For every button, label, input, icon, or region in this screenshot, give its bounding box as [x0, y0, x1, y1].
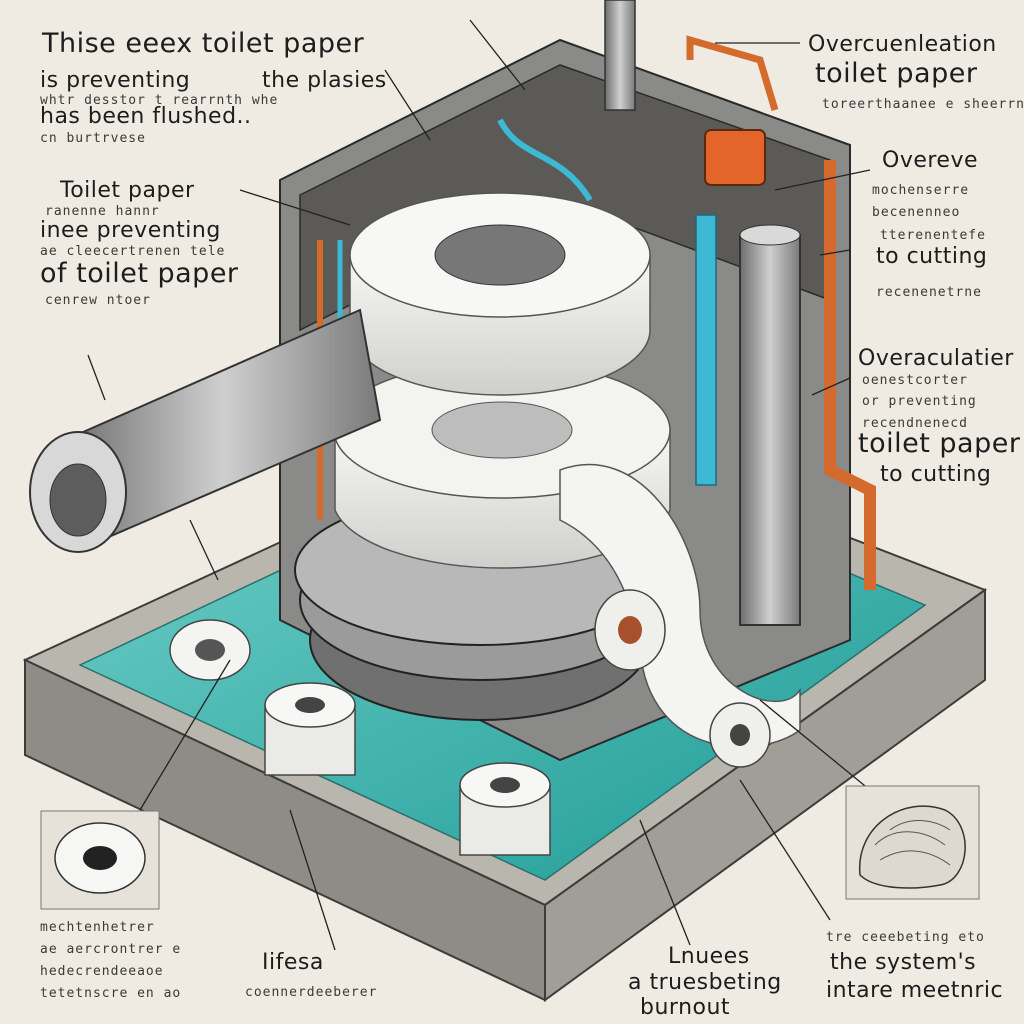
- inset-roll-sketch: [40, 810, 160, 910]
- label-left-mid-scribble2: ae cleecertrenen tele: [40, 244, 226, 259]
- leader-lines: [87, 19, 871, 951]
- label-bottom-center-line1: Lnuees: [668, 944, 750, 969]
- label-right-mid-line1: Overaculatier: [858, 346, 1014, 371]
- label-right-mid-scribble1: oenestcorter: [862, 373, 968, 388]
- label-left-mid-line2: inee preventing: [40, 218, 221, 243]
- label-bottom-center-left-scribble1: coennerdeeberer: [245, 985, 378, 1000]
- label-right-upper-scribble4: recenenetrne: [876, 285, 982, 300]
- label-top-right-line2: toilet paper: [815, 58, 978, 89]
- paper-rolls-stack: [333, 192, 801, 748]
- label-bottom-center-left-line1: Iifesa: [262, 950, 324, 975]
- label-top-left-line2b: the plasies: [262, 68, 387, 93]
- label-bottom-right-line2: intare meetnric: [826, 978, 1004, 1003]
- loose-rolls: [169, 589, 771, 856]
- outlet-pipe: [29, 308, 382, 553]
- label-bottom-center-line3: burnout: [640, 995, 731, 1020]
- label-right-upper-scribble3: tterenentefe: [880, 228, 986, 243]
- label-right-upper-line2: to cutting: [876, 244, 988, 269]
- inset-crumpled-sketch: [845, 785, 980, 900]
- label-bottom-right-line1: the system's: [830, 950, 977, 975]
- label-left-mid-scribble1: ranenne hannr: [45, 204, 160, 219]
- orange-valve: [704, 129, 766, 186]
- label-left-mid-line3: of toilet paper: [40, 258, 239, 289]
- label-bottom-left-scribble3: hedecrendeeaoe: [40, 964, 164, 979]
- blue-pipe: [695, 214, 717, 486]
- label-top-right-scribble1: toreerthaanee e sheerrn: [822, 97, 1024, 112]
- label-bottom-left-scribble2: ae aercrontrer e: [40, 942, 182, 957]
- label-left-mid-line1: Toilet paper: [60, 178, 195, 203]
- label-right-mid-line2: or preventing: [862, 394, 977, 409]
- label-top-left-line1: Thise eeex toilet paper: [42, 28, 365, 59]
- label-bottom-center-line2: a truesbeting: [628, 970, 782, 995]
- label-right-mid-scribble2: recendnenecd: [862, 416, 968, 431]
- label-bottom-left-scribble4: tetetnscre en ao: [40, 986, 182, 1001]
- label-bottom-left-scribble1: mechtenhetrer: [40, 920, 155, 935]
- label-top-left-line3: has been flushed..: [40, 104, 252, 129]
- label-left-mid-scribble3: cenrew ntoer: [45, 293, 151, 308]
- vertical-column: [739, 234, 801, 626]
- label-right-upper-scribble1: mochenserre: [872, 183, 970, 198]
- label-bottom-right-scribble1: tre ceeebeting eto: [826, 930, 985, 945]
- label-right-mid-line3: toilet paper: [858, 428, 1021, 459]
- label-top-left-scribble1: whtr desstor t rearrnth whe: [40, 93, 279, 108]
- label-top-right-line1: Overcuenleation: [808, 32, 997, 57]
- label-right-upper-line1: Overeve: [882, 148, 979, 173]
- label-right-mid-line4: to cutting: [880, 462, 992, 487]
- orange-pipe: [824, 160, 876, 590]
- label-top-left-scribble2: cn burtrvese: [40, 131, 146, 146]
- label-top-left-line2: is preventing: [40, 68, 191, 93]
- label-right-upper-scribble2: becenenneo: [872, 205, 961, 220]
- top-valve: [604, 0, 636, 111]
